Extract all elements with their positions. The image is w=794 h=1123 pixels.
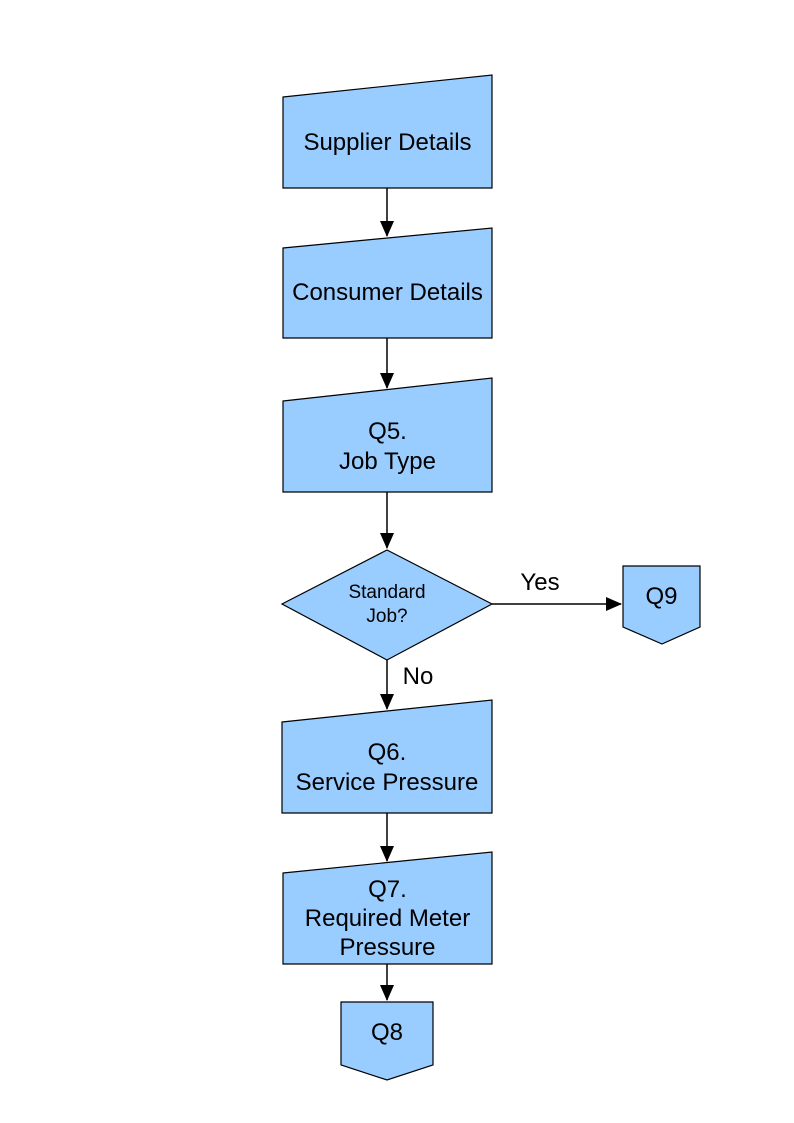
node-q9-connector <box>622 565 701 645</box>
edge-no-label: No <box>402 663 434 691</box>
node-q7-required-meter-pressure-label: Q7. Required Meter Pressure <box>304 875 471 962</box>
node-consumer-details-label: Consumer Details <box>292 279 483 307</box>
node-q5-job-type <box>282 377 493 493</box>
node-q6-service-pressure-label: Q6. Service Pressure <box>295 739 479 796</box>
node-supplier-details-label: Supplier Details <box>303 128 472 156</box>
node-q9-connector-label: Q9 <box>645 582 678 610</box>
node-q8-connector-label: Q8 <box>370 1018 403 1046</box>
node-standard-job-decision-label: Standard Job? <box>348 582 426 627</box>
node-consumer-details <box>282 227 493 339</box>
node-q6-service-pressure <box>281 699 493 814</box>
edge-yes-label: Yes <box>520 569 560 597</box>
node-q7-required-meter-pressure <box>282 851 493 965</box>
node-q5-job-type-label: Q5. Job Type <box>339 418 436 475</box>
node-q8-connector <box>340 1001 434 1081</box>
node-supplier-details <box>282 74 493 189</box>
